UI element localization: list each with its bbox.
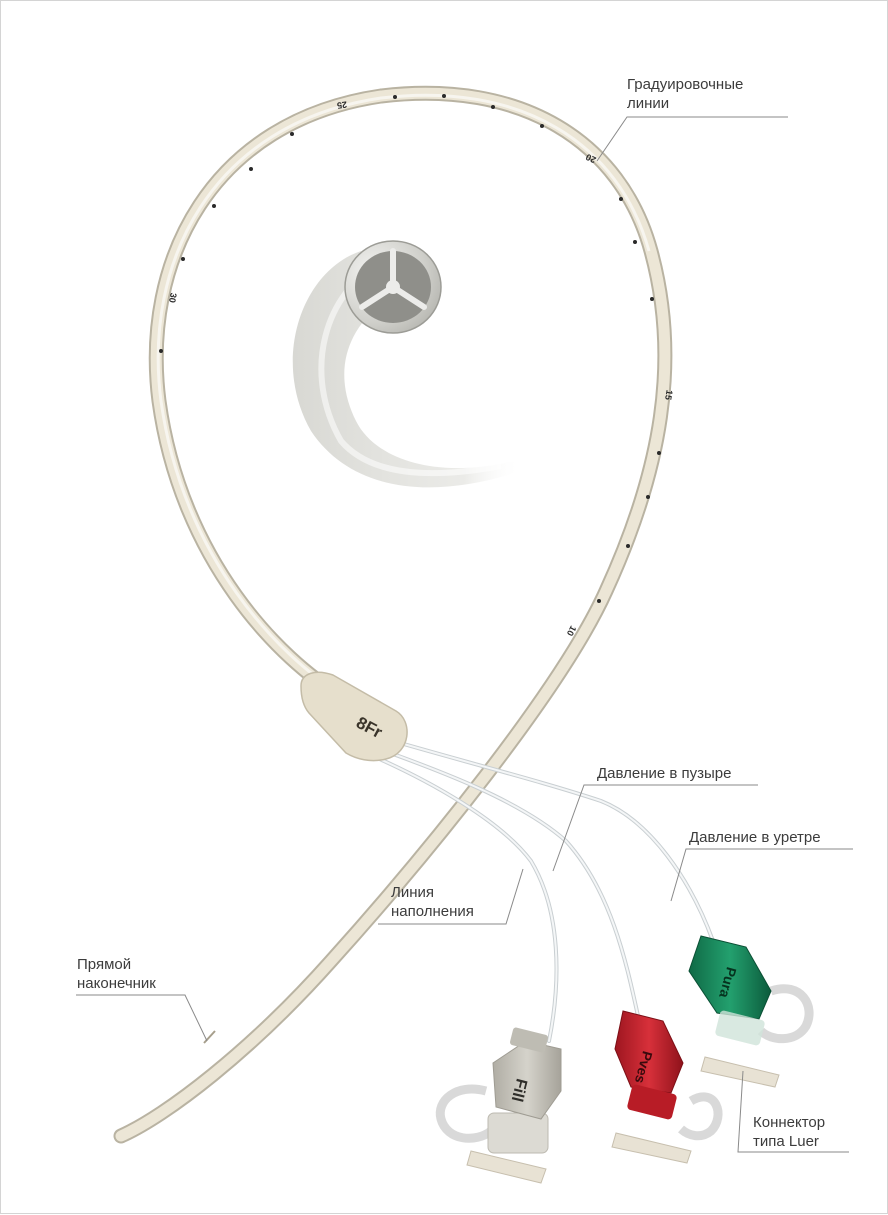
size-hub: 8Fr: [301, 672, 407, 760]
straight-tip-label: Прямой наконечник: [77, 955, 156, 993]
graduation-lines-label: Градуировочные линии: [627, 75, 743, 113]
pves-connector: Pves: [612, 1011, 718, 1163]
tube-number: 15: [663, 389, 675, 401]
urethra-pressure-label: Давление в уретре: [689, 828, 821, 847]
fill-line-label: Линия наполнения: [391, 883, 474, 921]
luer-connector-label: Коннектор типа Luer: [753, 1113, 825, 1151]
tube-number: 30: [167, 292, 179, 304]
cross-section-image: [293, 241, 521, 487]
pura-connector: Pura: [689, 936, 809, 1087]
tube-numbers: 25 20 30 15 10: [167, 99, 675, 637]
fill-connector: Fill: [440, 1027, 561, 1183]
bladder-pressure-label: Давление в пузыре: [597, 764, 732, 783]
tube-number: 25: [336, 99, 347, 110]
